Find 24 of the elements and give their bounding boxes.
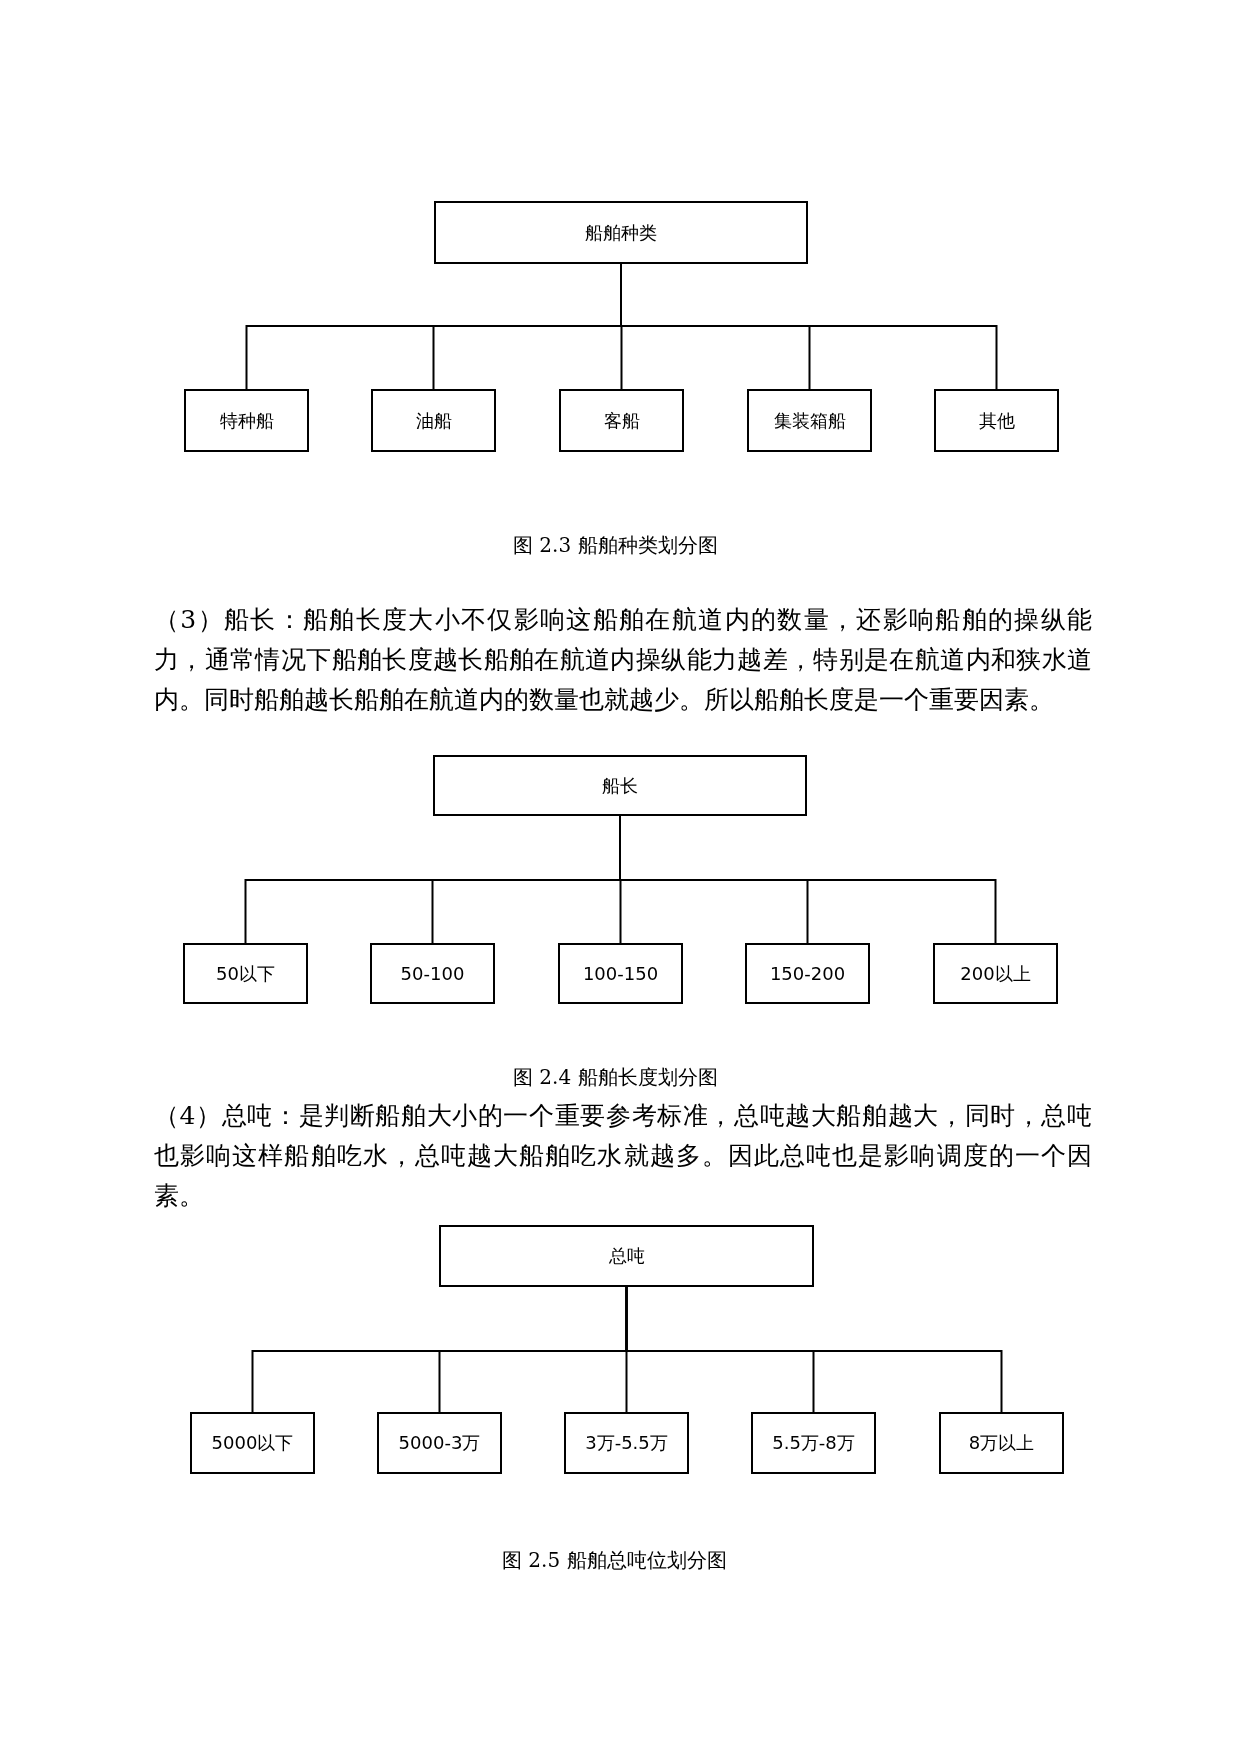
subcategory-box: 5.5万-8万: [751, 1412, 876, 1474]
category-box: 总吨: [439, 1225, 814, 1287]
subcategory-box: 200以上: [933, 943, 1058, 1004]
subcategory-box: 50以下: [183, 943, 308, 1004]
subcategory-box: 客船: [559, 389, 684, 452]
category-box: 船舶种类: [434, 201, 808, 264]
connector-line: [625, 1286, 1003, 1413]
subcategory-box: 油船: [371, 389, 496, 452]
category-box: 船长: [433, 755, 807, 816]
subcategory-box: 其他: [934, 389, 1059, 452]
body-paragraph: （4）总吨：是判断船舶大小的一个重要参考标准，总吨越大船舶越大，同时，总吨也影响这样船舶吃水，总吨越大船舶吃水就越多。因此总吨也是影响调度的一个因素。: [154, 1100, 1092, 1212]
figure-caption: 图 2.4 船舶长度划分图: [513, 1064, 718, 1091]
figure-caption: 图 2.5 船舶总吨位划分图: [502, 1547, 727, 1574]
subcategory-box: 5000-3万: [377, 1412, 502, 1474]
subcategory-box: 150-200: [745, 943, 870, 1004]
subcategory-box: 50-100: [370, 943, 495, 1004]
figure-caption: 图 2.3 船舶种类划分图: [513, 532, 718, 559]
subcategory-box: 3万-5.5万: [564, 1412, 689, 1474]
subcategory-box: 集装箱船: [747, 389, 872, 452]
subcategory-box: 5000以下: [190, 1412, 315, 1474]
body-paragraph: （3）船长：船舶长度大小不仅影响这船舶在航道内的数量，还影响船舶的操纵能力，通常情况下船舶长度越长船舶在航道内操纵能力越差，特别是在航道内和狭水道内。同时船舶越长船舶在航道内的数量也就越少。所以船舶长度是一个重要因素。: [154, 604, 1092, 716]
subcategory-box: 特种船: [184, 389, 309, 452]
subcategory-box: 8万以上: [939, 1412, 1064, 1474]
subcategory-box: 100-150: [558, 943, 683, 1004]
